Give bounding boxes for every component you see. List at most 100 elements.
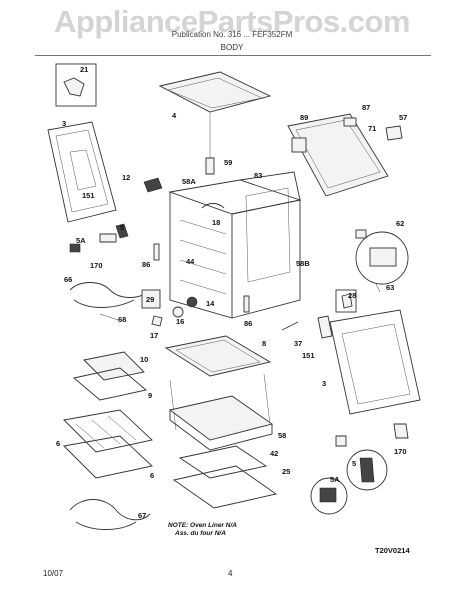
- callout-17: 17: [150, 331, 158, 340]
- callout-5a-left: 5A: [76, 236, 86, 245]
- callout-6-lower: 6: [150, 471, 154, 480]
- callout-62: 62: [396, 219, 404, 228]
- part-rack-wire-2: [91, 419, 121, 445]
- part-57-plate: [385, 125, 403, 141]
- part-67-broil-element-loop: [75, 521, 137, 530]
- part-rack-wire-1: [75, 423, 105, 449]
- part-28-bracket: [341, 293, 353, 309]
- callout-3-left: 3: [62, 119, 66, 128]
- part-62-circle: [355, 231, 409, 285]
- callout-86-right: 86: [244, 319, 252, 328]
- part-71-inner: [295, 119, 381, 189]
- callout-67: 67: [138, 511, 146, 520]
- part-42-tray: [178, 445, 268, 479]
- part-5a-circle-right: [310, 477, 348, 515]
- part-hinge-screw-right: [335, 435, 347, 447]
- part-box-guide-right: [263, 373, 271, 425]
- drawing-code: T20V0214: [375, 546, 410, 555]
- part-16-nut: [172, 306, 184, 318]
- callout-87: 87: [362, 103, 370, 112]
- part-box-guide-left: [169, 379, 177, 431]
- callout-12: 12: [122, 173, 130, 182]
- part-3-door-window: [55, 129, 109, 213]
- part-68-leader: [99, 313, 119, 321]
- section-title: BODY: [220, 43, 244, 52]
- callout-44: 44: [186, 257, 195, 266]
- callout-labels: 21 3 151 4 59 89 87 71 57 12 58A 83 5 5A…: [56, 65, 407, 520]
- part-rack-wire-3: [107, 415, 137, 441]
- footer-date: 10/07: [43, 569, 64, 578]
- callout-4: 4: [172, 111, 177, 120]
- part-rack-guide-3: [179, 259, 227, 275]
- part-58-insulation-block: [168, 395, 274, 441]
- part-29-switch: [141, 289, 161, 309]
- part-25-bottom-cover: [172, 465, 278, 509]
- part-21-bracket: [63, 77, 85, 97]
- callout-58b: 58B: [296, 259, 310, 268]
- callout-28: 28: [348, 291, 356, 300]
- part-63-leader: [375, 283, 381, 293]
- callout-21: 21: [80, 65, 88, 74]
- part-5-circle-right: [346, 449, 388, 491]
- part-59-clip: [205, 157, 215, 175]
- part-8-oven-bottom-inner: [175, 339, 261, 373]
- part-66-bake-element-loop: [73, 299, 135, 308]
- callout-57: 57: [399, 113, 407, 122]
- part-18-harness: [201, 203, 225, 209]
- part-5a-hinge-right: [319, 487, 337, 503]
- callout-170-left: 170: [90, 261, 103, 270]
- part-66-bake-element: [69, 282, 151, 298]
- part-6-oven-rack-2: [63, 435, 153, 479]
- part-37-screw: [281, 321, 299, 331]
- callout-59: 59: [224, 158, 232, 167]
- part-62-terminal-block: [369, 247, 397, 267]
- header-rule: [35, 55, 431, 56]
- part-89-bracket: [291, 137, 307, 153]
- part-170-hinge-receiver-right: [393, 423, 409, 439]
- callout-68: 68: [118, 315, 126, 324]
- part-10-broiler-grid: [83, 351, 145, 381]
- part-body-left-side: [169, 192, 233, 319]
- part-box-21: [55, 63, 97, 107]
- part-rack-guide-4: [179, 279, 227, 295]
- callout-18: 18: [212, 218, 220, 227]
- part-3-door-right: [329, 309, 421, 415]
- part-86-pin-right: [243, 295, 250, 313]
- part-4-top-inner: [167, 77, 263, 109]
- part-5-hinge-left: [115, 223, 129, 239]
- part-83-insulation: [239, 171, 301, 201]
- callout-16: 16: [176, 317, 184, 326]
- callout-10: 10: [140, 355, 148, 364]
- part-4-top-panel: [158, 71, 272, 113]
- callout-3-right: 3: [322, 379, 326, 388]
- part-28-box: [335, 289, 357, 313]
- part-86-pin-left: [153, 243, 160, 261]
- callout-58: 58: [278, 431, 286, 440]
- part-58b-panel: [245, 187, 291, 283]
- part-17-clip: [151, 315, 163, 327]
- callout-5-left: 5: [120, 223, 124, 232]
- part-5-hinge-right: [359, 457, 375, 483]
- callout-29: 29: [146, 295, 154, 304]
- note-line-1: NOTE: Oven Liner N/A: [168, 522, 237, 529]
- callout-9: 9: [148, 391, 152, 400]
- callout-66: 66: [64, 275, 72, 284]
- part-71-back-panel: [287, 113, 389, 197]
- footer-page-number: 4: [228, 569, 233, 578]
- callout-170-right: 170: [394, 447, 407, 456]
- callout-25: 25: [282, 467, 290, 476]
- callout-89: 89: [300, 113, 308, 122]
- part-67-broil-element: [69, 499, 151, 521]
- part-3-door-left: [47, 121, 117, 223]
- callout-86-left: 86: [142, 260, 150, 269]
- callout-8: 8: [262, 339, 266, 348]
- part-170-hinge-receiver-left: [99, 233, 117, 243]
- part-12-sensor: [143, 177, 163, 193]
- part-151-door-glass: [69, 149, 97, 191]
- publication-header: Publication No. 316 ... FEF352FM: [171, 30, 293, 39]
- callout-5a-right: 5A: [330, 475, 340, 484]
- part-rack-guide-2: [179, 239, 227, 255]
- part-9-broiler-pan: [73, 367, 147, 401]
- watermark: AppliancePartsPros.com: [54, 4, 410, 39]
- part-6-oven-rack-1: [63, 409, 153, 453]
